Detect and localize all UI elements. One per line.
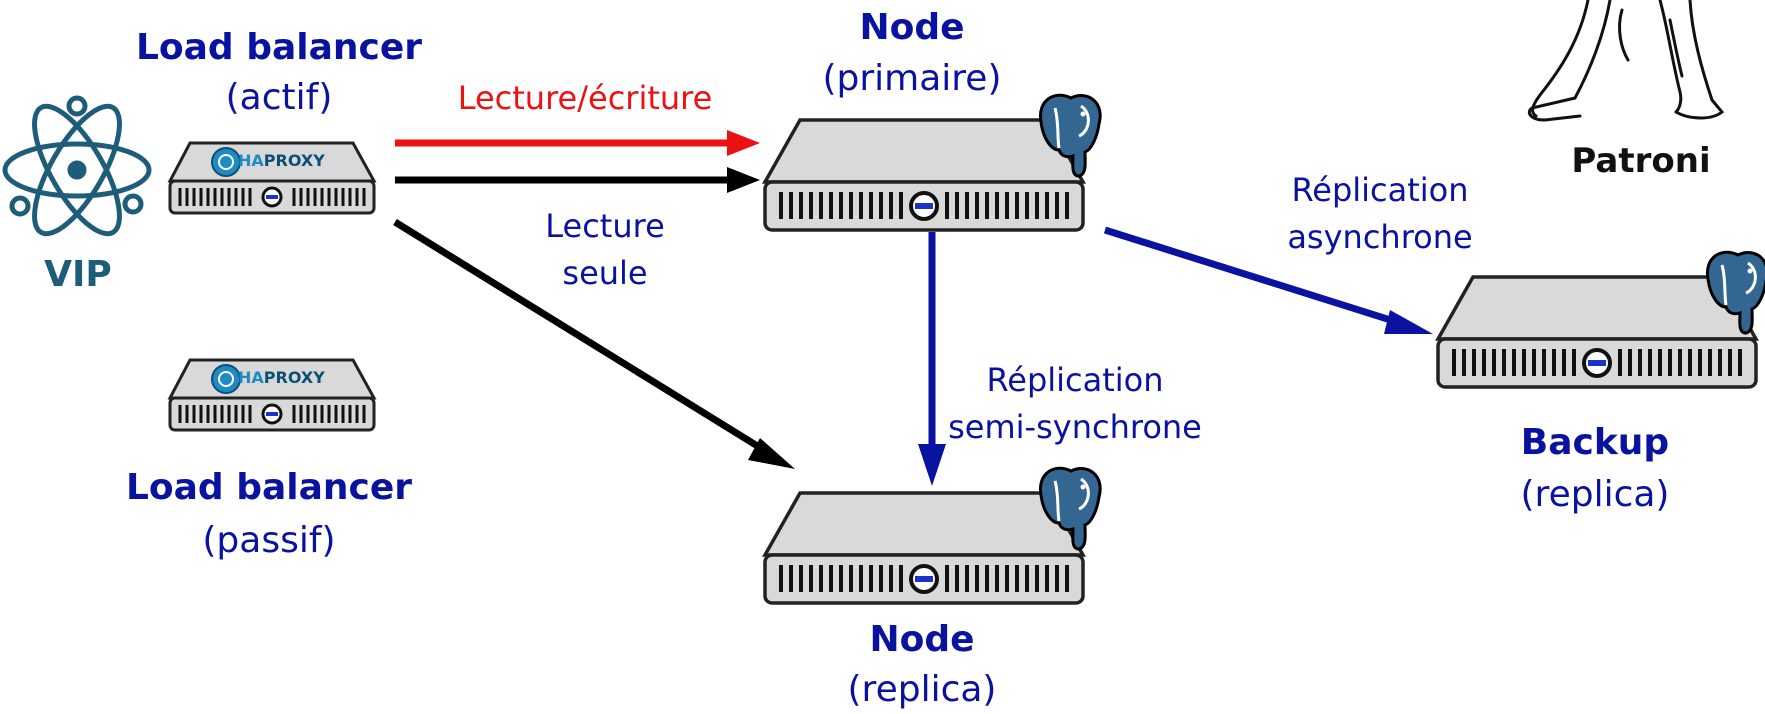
node-primary-role: (primaire) [822, 58, 1002, 99]
node-primary-title: Node [859, 7, 965, 48]
postgresql-elephant-icon [1705, 250, 1765, 335]
haproxy-logo-text: HAPROXY [238, 151, 325, 171]
haproxy-logo-proxy: PROXY [263, 368, 325, 387]
haproxy-logo-ha: HA [238, 368, 264, 387]
lb-passive-title: Load balancer [125, 467, 413, 508]
haproxy-logo-icon [211, 364, 241, 394]
edge-async [1103, 226, 1433, 334]
patroni-figure-icon [1527, 0, 1725, 122]
haproxy-server-active [167, 141, 377, 215]
patroni-label: Patroni [1571, 141, 1711, 181]
edge-async-label-line1: Réplication [1291, 171, 1469, 209]
edge-async-label-line2: asynchrone [1287, 218, 1473, 256]
edge-read-to-primary [395, 167, 760, 193]
vip-label: VIP [44, 254, 112, 295]
backup-role: (replica) [1520, 474, 1670, 515]
haproxy-logo-proxy: PROXY [263, 151, 325, 170]
postgresql-elephant-icon [1038, 466, 1102, 551]
node-replica-title: Node [869, 619, 975, 660]
postgres-server-primary [762, 93, 1102, 232]
postgres-server-replica [762, 466, 1102, 605]
node-replica-role: (replica) [847, 669, 997, 710]
edge-read-write-label: Lecture/écriture [457, 79, 713, 117]
haproxy-logo-text-passive: HAPROXY [238, 368, 325, 388]
edge-semi-sync-label-line2: semi-synchrone [948, 408, 1202, 446]
postgres-server-backup [1435, 250, 1765, 389]
backup-title: Backup [1520, 422, 1670, 463]
lb-active-title: Load balancer [135, 27, 423, 68]
edge-semi-sync-label-line1: Réplication [986, 361, 1164, 399]
edge-semi-sync [918, 232, 946, 486]
edge-read-write [395, 130, 760, 156]
haproxy-server-passive [167, 358, 377, 432]
postgresql-elephant-icon [1038, 93, 1102, 178]
haproxy-logo-icon [211, 147, 241, 177]
haproxy-logo-ha: HA [238, 151, 264, 170]
lb-active-state: (actif) [225, 77, 333, 118]
atom-electron-icon [2, 95, 152, 237]
edge-read-only-label-line2: seule [562, 254, 648, 292]
lb-passive-state: (passif) [202, 520, 336, 561]
edge-read-only-label-line1: Lecture [545, 207, 665, 245]
edge-read-only-to-replica [393, 219, 795, 469]
